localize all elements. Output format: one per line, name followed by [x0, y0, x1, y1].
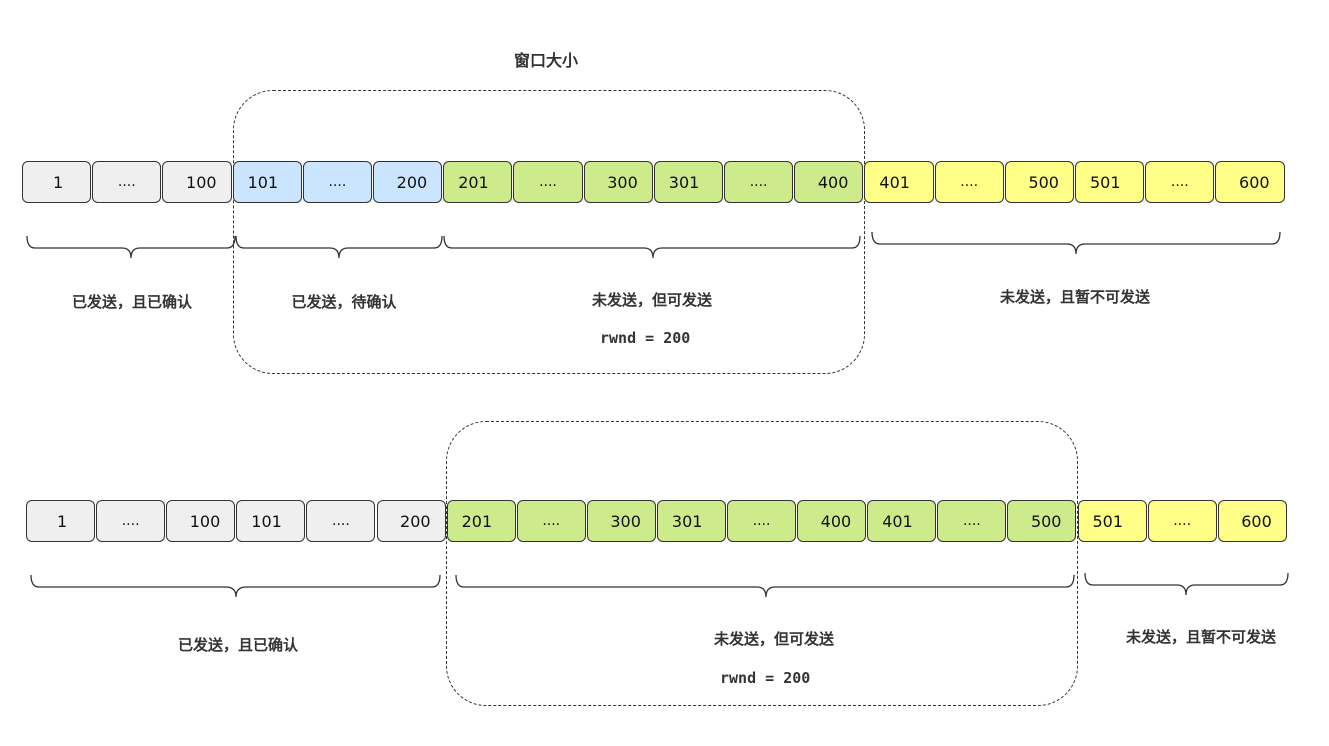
seq-before-cell: .... [724, 161, 794, 203]
seq-before-cell: 500 [1004, 161, 1074, 203]
label-sent-acked: 已发送，且已确认 [71, 293, 192, 311]
seq-after-cell: 600 [1217, 500, 1287, 542]
seq-before-cell-label: 500 [1028, 172, 1059, 192]
seq-before-cell-label: .... [960, 174, 979, 190]
seq-after-cell: 401 [867, 500, 937, 542]
seq-after-cell: 500 [1007, 500, 1077, 542]
seq-after-cell-label: .... [752, 513, 771, 529]
seq-after-cell: 400 [797, 500, 867, 542]
seq-before-cell-label: 100 [186, 172, 217, 192]
rwnd-value: rwnd = 200 [600, 329, 691, 347]
seq-before-cell: .... [302, 161, 372, 203]
label-unsent-sendable-after: 未发送，但可发送 [713, 630, 834, 648]
rwnd-value-after: rwnd = 200 [720, 669, 811, 687]
seq-after-cell: 201 [446, 500, 516, 542]
seq-before-cell: 401 [864, 161, 934, 203]
seq-before-cell-label: 301 [668, 172, 700, 192]
brace-unsent-sendable-after [455, 574, 1075, 598]
seq-before-cell: .... [92, 161, 162, 203]
brace-unsent-sendable [443, 235, 861, 259]
seq-after-cell-label: 200 [400, 511, 431, 531]
seq-after-cell: 301 [656, 500, 726, 542]
send-window-frame [233, 90, 865, 374]
seq-after-cell: .... [96, 500, 166, 542]
seq-after-cell-label: .... [1173, 513, 1192, 529]
seq-before-cell-label: 101 [247, 172, 279, 192]
seq-after-cell-label: 100 [189, 511, 221, 531]
window-size-title: 窗口大小 [514, 51, 579, 70]
seq-before-cell-label: 201 [458, 172, 489, 192]
seq-before-cell-label: .... [1170, 174, 1189, 190]
label-unsent-not-sendable-after: 未发送，且暂不可发送 [1125, 628, 1276, 646]
brace-unsent-not-sendable-after [1084, 572, 1289, 596]
label-sent-acked-after: 已发送，且已确认 [177, 636, 298, 654]
seq-after-cell-label: .... [332, 513, 350, 529]
seq-after-cell: 501 [1077, 500, 1147, 542]
seq-after-cell-label: 600 [1241, 511, 1272, 531]
seq-before-cell-label: .... [117, 174, 136, 190]
brace-unsent-not-sendable [871, 231, 1281, 255]
seq-before-cell-label: 200 [396, 172, 428, 192]
seq-after-cell-label: 401 [882, 511, 913, 531]
seq-before-cell-label: .... [328, 174, 347, 190]
seq-before-cell-label: 600 [1239, 172, 1270, 192]
seq-after-cell-label: 1 [57, 511, 68, 531]
seq-after-cell-label: .... [542, 513, 561, 529]
seq-before-cell-label: .... [749, 174, 768, 190]
seq-before-cell: 200 [373, 161, 443, 203]
send-window-frame-after [446, 421, 1078, 706]
seq-before-cell-label: 1 [53, 172, 64, 192]
seq-before-cell: 400 [794, 161, 864, 203]
seq-after-cell: 1 [26, 500, 96, 542]
seq-before-cell-label: 401 [879, 172, 910, 192]
brace-sent-acked-after [30, 574, 441, 598]
seq-after-cell-label: 101 [251, 511, 282, 531]
seq-after-cell-label: .... [962, 513, 981, 529]
label-unsent-sendable: 未发送，但可发送 [591, 291, 712, 309]
label-sent-unacked: 已发送，待确认 [291, 293, 397, 311]
seq-before-cell-label: 501 [1090, 172, 1121, 192]
seq-before-cell: 300 [583, 161, 653, 203]
seq-before-cell: .... [1145, 161, 1215, 203]
seq-after-cell: .... [727, 500, 797, 542]
seq-after-cell-label: 301 [671, 511, 703, 531]
label-unsent-not-sendable: 未发送，且暂不可发送 [999, 288, 1150, 306]
seq-before-cell-label: 400 [817, 172, 849, 192]
seq-before-cell-label: 300 [607, 172, 638, 192]
seq-before-cell: .... [934, 161, 1004, 203]
seq-before-cell: 201 [443, 161, 513, 203]
seq-before-cell-label: .... [539, 174, 557, 190]
seq-after-cell-label: 500 [1030, 511, 1062, 531]
seq-after-cell: 101 [236, 500, 306, 542]
seq-after-cell: 200 [376, 500, 446, 542]
seq-after-cell: 300 [586, 500, 656, 542]
seq-after-cell: .... [937, 500, 1007, 542]
seq-before-cell: 1 [22, 161, 92, 203]
seq-before-cell: 100 [162, 161, 232, 203]
seq-before-cell: 101 [232, 161, 302, 203]
seq-after-cell-label: 400 [820, 511, 852, 531]
seq-after-cell: .... [1147, 500, 1217, 542]
brace-sent-unacked [235, 235, 443, 259]
seq-after-cell-label: 300 [610, 511, 641, 531]
seq-after-cell: .... [306, 500, 376, 542]
seq-before-cell: 600 [1215, 161, 1285, 203]
seq-after-cell-label: 501 [1092, 511, 1124, 531]
seq-after-cell-label: .... [121, 513, 140, 529]
seq-after-cell: 100 [166, 500, 236, 542]
seq-after-cell: .... [516, 500, 586, 542]
seq-before-cell: .... [513, 161, 583, 203]
seq-before-cell: 501 [1075, 161, 1145, 203]
seq-before-cell: 301 [653, 161, 723, 203]
seq-after-cell-label: 201 [461, 511, 493, 531]
brace-sent-acked [26, 235, 236, 259]
